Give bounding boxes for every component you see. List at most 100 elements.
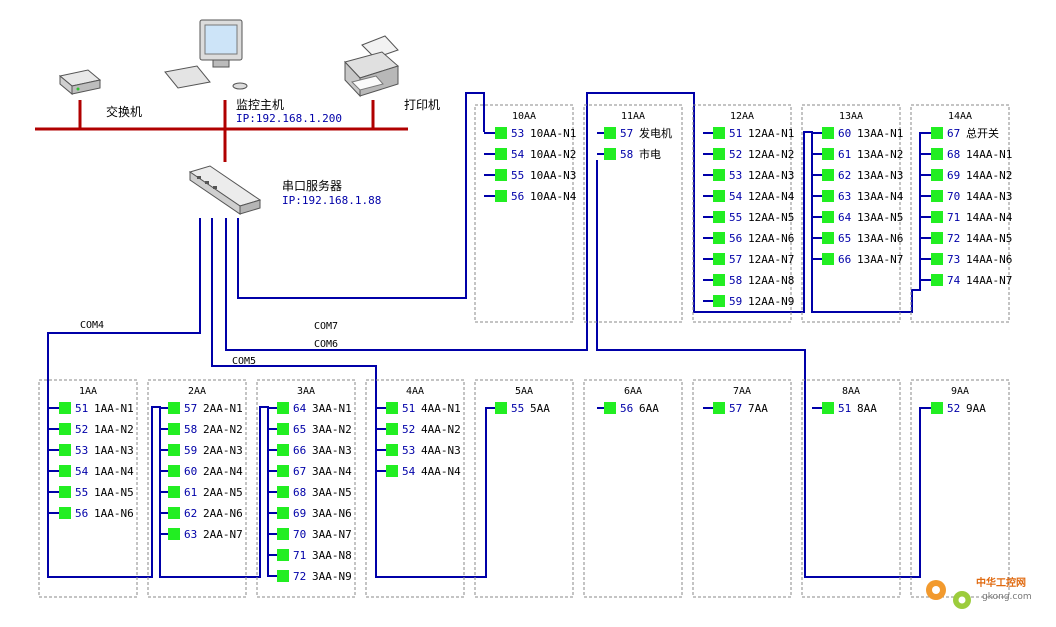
cabinet-title: 4AA — [406, 386, 424, 397]
device-address: 67 — [293, 465, 306, 478]
device-name: 总开关 — [966, 126, 999, 140]
device-name: 2AA-N3 — [203, 444, 243, 457]
device-address: 51 — [838, 402, 851, 415]
device-name: 1AA-N6 — [94, 507, 134, 520]
device-status-indicator — [931, 148, 943, 160]
device-address: 51 — [729, 127, 742, 140]
device-status-indicator — [604, 148, 616, 160]
device-address: 64 — [293, 402, 307, 415]
device-name: 14AA-N2 — [966, 169, 1012, 182]
device-address: 69 — [293, 507, 306, 520]
device-status-indicator — [931, 190, 943, 202]
device-status-indicator — [822, 211, 834, 223]
server-ip: IP:192.168.1.88 — [282, 194, 381, 207]
device-status-indicator — [59, 465, 71, 477]
device-name: 2AA-N2 — [203, 423, 243, 436]
device-name: 2AA-N4 — [203, 465, 243, 478]
cabinet-frame — [365, 379, 465, 598]
device-name: 14AA-N7 — [966, 274, 1012, 287]
device-address: 57 — [729, 253, 742, 266]
device-status-indicator — [713, 274, 725, 286]
device-status-indicator — [604, 127, 616, 139]
device-item[interactable]: 58 2AA-N2 — [168, 423, 243, 436]
device-status-indicator — [277, 444, 289, 456]
device-name: 14AA-N5 — [966, 232, 1012, 245]
cabinet-frame — [910, 379, 1010, 598]
device-name: 5AA — [530, 402, 550, 415]
cabinet-title: 13AA — [839, 111, 863, 122]
cabinet-title: 5AA — [515, 386, 533, 397]
device-address: 58 — [184, 423, 197, 436]
com7-label: COM7 — [314, 321, 338, 332]
device-name: 12AA-N3 — [748, 169, 794, 182]
device-status-indicator — [386, 465, 398, 477]
device-name: 12AA-N6 — [748, 232, 794, 245]
device-status-indicator — [713, 295, 725, 307]
device-name: 1AA-N3 — [94, 444, 134, 457]
com4-line — [47, 218, 269, 578]
